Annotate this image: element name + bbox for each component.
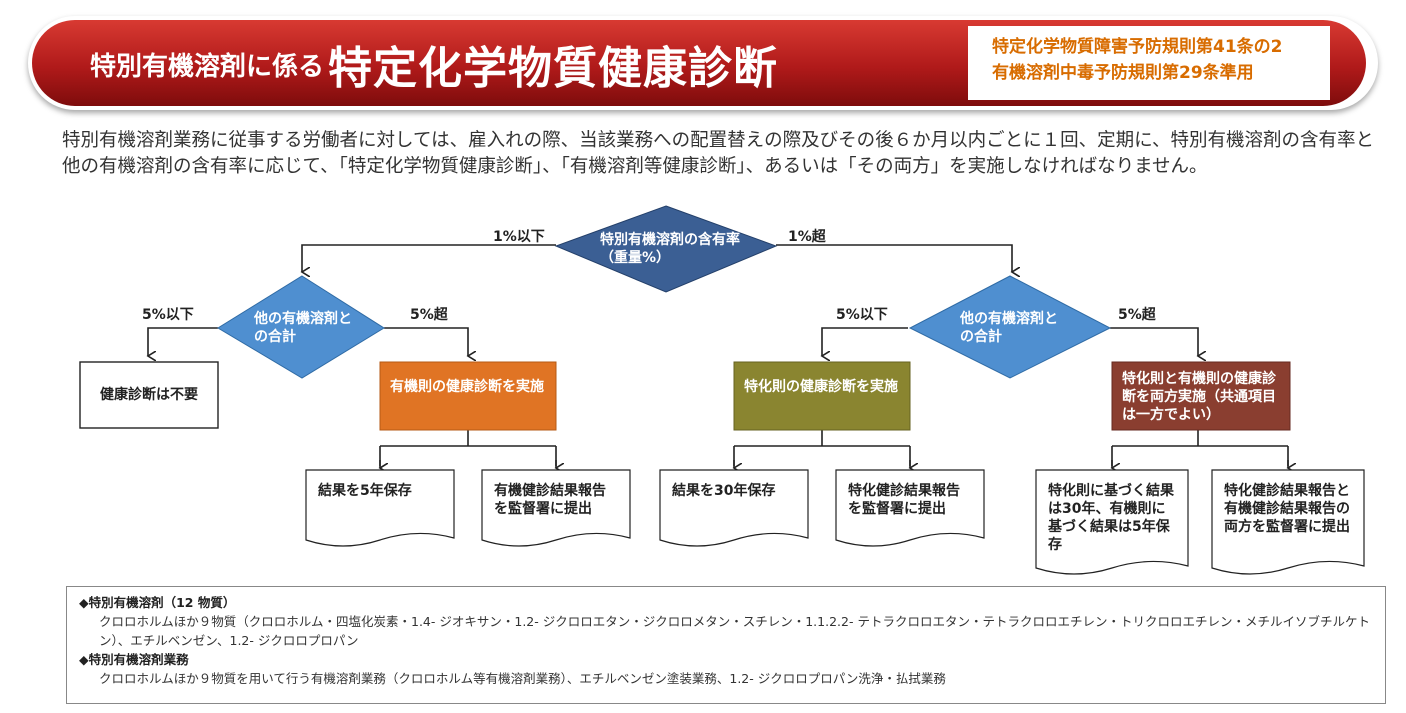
regulation-box: 特定化学物質障害予防規則第41条の2 有機溶剤中毒予防規則第29条準用 — [968, 26, 1330, 100]
regulation-line-1: 特定化学物質障害予防規則第41条の2 — [992, 37, 1283, 57]
doc-organic-keep — [305, 469, 455, 547]
doc-tokka-keep — [659, 469, 809, 547]
left-decision-diamond — [217, 275, 385, 379]
title-main: 特定化学物質健康診断 — [328, 43, 779, 94]
connector-root-right — [776, 244, 1012, 272]
outcome-tokka-box — [733, 361, 911, 431]
doc-both-keep — [1035, 469, 1189, 575]
connector-tokka-docs — [733, 430, 911, 466]
right-decision-diamond — [908, 275, 1112, 379]
note-heading-work: ◆特別有機溶剤業務 — [79, 652, 189, 667]
root-right-label: 1%超 — [788, 229, 826, 245]
outcome-organic-label: 有機則の健康診断を実施 — [390, 379, 544, 395]
doc-both-report — [1211, 469, 1365, 575]
note-heading-substances: ◆特別有機溶剤（12 物質） — [79, 595, 236, 610]
right-decision-right-label: 5%超 — [1118, 307, 1156, 323]
root-diamond — [554, 205, 778, 293]
regulation-line-2: 有機溶剤中毒予防規則第29条準用 — [992, 63, 1254, 83]
note-body-substances: クロロホルムほか９物質（クロロホルム・四塩化炭素・1.4- ジオキサン・1.2-… — [99, 614, 1370, 648]
connector-left-organic — [384, 327, 468, 356]
connector-left-none — [148, 327, 218, 356]
page-title: 特別有機溶剤に係る 特定化学物質健康診断 — [90, 26, 778, 102]
root-left-label: 1%以下 — [493, 229, 545, 245]
outcome-both-box — [1111, 361, 1291, 431]
doc-organic-keep-label: 結果を5年保存 — [318, 483, 412, 499]
doc-tokka-report-label: 特化健診結果報告を監督署に提出 — [848, 483, 960, 517]
connector-right-tokka — [822, 327, 908, 356]
outcome-none-box — [79, 361, 219, 429]
outcome-tokka-label: 特化則の健康診断を実施 — [744, 379, 898, 395]
outcome-both-label: 特化則と有機則の健康診断を両方実施（共通項目は一方でよい） — [1122, 371, 1276, 423]
note-body-work: クロロホルムほか９物質を用いて行う有機溶剤業務（クロロホルム等有機溶剤業務）、エ… — [99, 671, 946, 686]
title-prefix: 特別有機溶剤に係る — [90, 51, 325, 82]
doc-organic-report — [481, 469, 631, 547]
connector-both-docs — [1111, 430, 1289, 466]
outcome-organic-box — [379, 361, 557, 431]
connectors — [148, 244, 1289, 468]
right-decision-left-label: 5%以下 — [836, 307, 888, 323]
left-decision-right-label: 5%超 — [410, 307, 448, 323]
intro-paragraph: 特別有機溶剤業務に従事する労働者に対しては、雇入れの際、当該業務への配置替えの際… — [62, 130, 1375, 177]
doc-both-keep-label: 特化則に基づく結果は30年、有機則に基づく結果は5年保存 — [1048, 483, 1174, 553]
notes-box: ◆特別有機溶剤（12 物質） クロロホルムほか９物質（クロロホルム・四塩化炭素・… — [66, 586, 1386, 704]
outcome-none-label: 健康診断は不要 — [100, 387, 198, 403]
left-decision-left-label: 5%以下 — [142, 307, 194, 323]
doc-tokka-keep-label: 結果を30年保存 — [672, 483, 776, 499]
connector-right-both — [1110, 327, 1198, 356]
doc-organic-report-label: 有機健診結果報告を監督署に提出 — [494, 483, 606, 517]
doc-both-report-label: 特化健診結果報告と有機健診結果報告の両方を監督署に提出 — [1224, 483, 1350, 535]
right-decision-label: 他の有機溶剤との合計 — [960, 311, 1058, 345]
connector-root-left — [302, 244, 556, 272]
root-diamond-label: 特別有機溶剤の含有率（重量%） — [600, 232, 740, 266]
connector-organic-docs — [379, 430, 557, 466]
doc-tokka-report — [835, 469, 985, 547]
left-decision-label: 他の有機溶剤との合計 — [254, 311, 352, 345]
